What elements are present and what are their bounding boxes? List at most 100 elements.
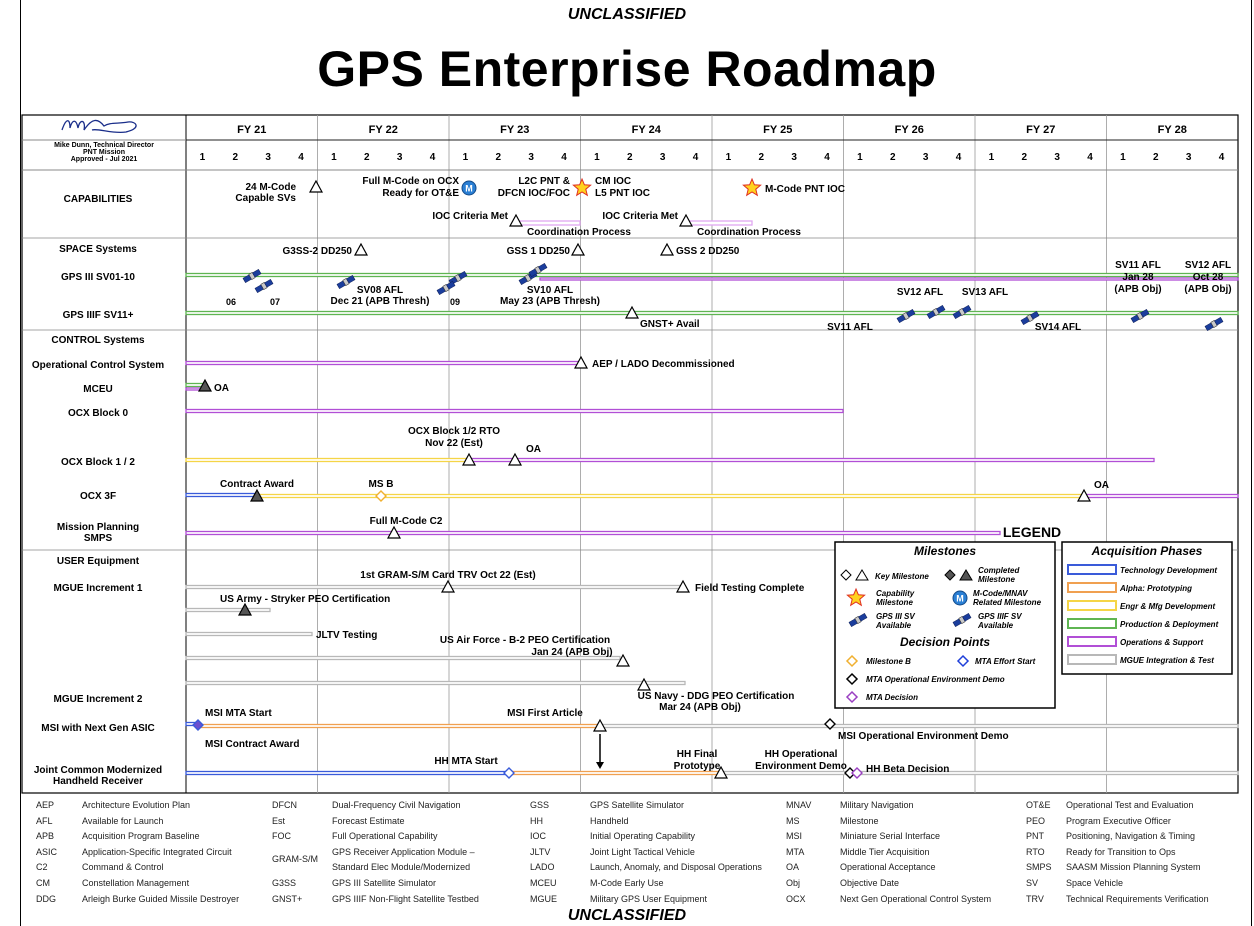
abbreviation-term: Est — [272, 815, 286, 826]
legend-milestones-box — [834, 541, 1056, 709]
milestone-aep — [573, 355, 589, 369]
label-coord-1: Coordination Process — [527, 227, 631, 238]
milestone-ddg — [636, 677, 652, 691]
abbreviation-term: AFL — [36, 815, 53, 826]
row-capabilities: CAPABILITIES — [64, 194, 133, 205]
bar-smps-ops — [185, 530, 1001, 536]
row-user-equipment: USER Equipment — [57, 556, 140, 567]
label-g3ss: G3SS-2 DD250 — [283, 246, 353, 257]
label-sv08-1: SV08 AFL — [357, 285, 403, 296]
fiscal-year-label: FY 21 — [237, 124, 266, 136]
bar-ocx12-emd — [185, 457, 469, 463]
legend-msb-icon — [845, 654, 859, 668]
row-jcm-receiver: Handheld Receiver — [53, 776, 143, 787]
bar-b2 — [185, 655, 621, 661]
quarter-label: 1 — [594, 152, 600, 163]
row-ocs: Operational Control System — [32, 360, 164, 371]
abbreviation-term: RTO — [1026, 846, 1045, 857]
legend-phase-label: Operations & Support — [1120, 638, 1203, 647]
quarter-label: 3 — [1054, 152, 1060, 163]
label-sv10-2: May 23 (APB Thresh) — [500, 296, 600, 307]
bar-ocs-ops — [185, 360, 581, 366]
abbreviation-definition: GPS III Satellite Simulator — [332, 878, 437, 888]
quarter-label: 1 — [726, 152, 732, 163]
label-cm-ioc: CM IOC — [595, 176, 631, 187]
quarter-label: 2 — [1022, 152, 1028, 163]
bar-ddg — [185, 680, 686, 686]
label-sv06: 06 — [226, 297, 236, 307]
fiscal-year-label: FY 27 — [1026, 124, 1055, 136]
label-l2c-2: DFCN IOC/FOC — [498, 188, 570, 199]
label-mcode-pnt-ioc: M-Code PNT IOC — [765, 184, 845, 195]
fiscal-year-label: FY 28 — [1158, 124, 1187, 136]
label-ocx-rto-1: OCX Block 1/2 RTO — [408, 426, 500, 437]
abbreviation-term: GNST+ — [272, 893, 303, 904]
label-gss1: GSS 1 DD250 — [507, 246, 571, 257]
abbreviation-term: C2 — [36, 862, 48, 873]
legend-mta-oe-icon — [845, 672, 859, 686]
fiscal-year-label: FY 24 — [632, 124, 662, 136]
arrow-head — [596, 762, 604, 769]
quarter-label: 3 — [923, 152, 929, 163]
label-full-mcode-2: Ready for OT&E — [382, 188, 459, 199]
label-msb: MS B — [369, 479, 394, 490]
milestone-gss2 — [659, 242, 675, 256]
abbreviation-definition: Military GPS User Equipment — [590, 893, 708, 904]
abbreviation-term: OA — [786, 862, 800, 873]
quarter-label: 2 — [1153, 152, 1159, 163]
abbreviation-definition: Objective Date — [840, 878, 900, 888]
quarter-label: 4 — [561, 152, 567, 163]
legend-diamond-icon — [840, 569, 852, 581]
legend-triangle-icon — [855, 569, 869, 581]
milestone-msi-fa — [592, 718, 608, 732]
label-ocx-rto-2: Nov 22 (Est) — [425, 438, 483, 449]
abbreviation-term: MTA — [786, 846, 805, 857]
legend-mcode-1: M-Code/MNAV — [973, 589, 1028, 598]
label-full-c2: Full M-Code C2 — [370, 516, 443, 527]
approval-date: Approved - Jul 2021 — [71, 156, 138, 163]
abbreviation-definition: Next Gen Operational Control System — [840, 893, 992, 904]
abbreviation-definition: Joint Light Tactical Vehicle — [590, 846, 695, 857]
quarter-label: 3 — [791, 152, 797, 163]
label-full-mcode-1: Full M-Code on OCX — [362, 176, 459, 187]
abbreviation-definition: Ready for Transition to Ops — [1066, 846, 1176, 857]
quarter-label: 3 — [265, 152, 271, 163]
quarter-label: 2 — [496, 152, 502, 163]
abbreviation-definition: Miniature Serial Interface — [840, 831, 941, 842]
bar-msi-alpha — [197, 723, 601, 729]
bar-ocx3f-ops — [1083, 493, 1239, 499]
abbreviation-term: MNAV — [786, 800, 812, 810]
abbreviation-term: PEO — [1026, 815, 1046, 826]
row-control-systems: CONTROL Systems — [51, 335, 145, 346]
legend-mta-decision-icon — [845, 690, 859, 704]
milestone-field-testing — [675, 579, 691, 593]
bar-coord-process-2 — [689, 220, 753, 226]
abbreviation-definition: GPS Satellite Simulator — [590, 800, 685, 810]
legend-gps3-icon — [848, 612, 868, 628]
legend-milestones-title: Milestones — [914, 544, 976, 558]
label-sv09: 09 — [450, 297, 460, 307]
quarter-label: 4 — [298, 152, 304, 163]
abbreviation-definition: Available for Launch — [82, 815, 164, 826]
fiscal-year-label: FY 22 — [369, 124, 398, 136]
label-sv12: SV12 AFL — [897, 287, 943, 298]
abbreviation-term: IOC — [530, 831, 547, 842]
quarter-label: 4 — [956, 152, 962, 163]
label-sv11: SV11 AFL — [827, 322, 873, 333]
row-ocx3f: OCX 3F — [80, 491, 116, 502]
abbreviation-term: MCEU — [530, 878, 557, 888]
classification-top: UNCLASSIFIED — [567, 6, 687, 23]
legend-gps3f-icon — [952, 612, 972, 628]
legend-phase-swatch — [1067, 600, 1117, 611]
abbreviation-definition: Constellation Management — [82, 878, 190, 888]
milestone-full-c2 — [386, 525, 402, 539]
label-hh-oe-2: Environment Demo — [755, 761, 847, 772]
quarter-label: 2 — [364, 152, 370, 163]
abbreviation-term: Obj — [786, 878, 801, 888]
approval-mission: PNT Mission — [83, 149, 125, 156]
label-b2-2: Jan 24 (APB Obj) — [531, 647, 612, 658]
abbreviation-definition: Command & Control — [82, 862, 164, 873]
label-msi-contract: MSI Contract Award — [205, 739, 299, 750]
abbreviation-definition: Forecast Estimate — [332, 815, 405, 826]
